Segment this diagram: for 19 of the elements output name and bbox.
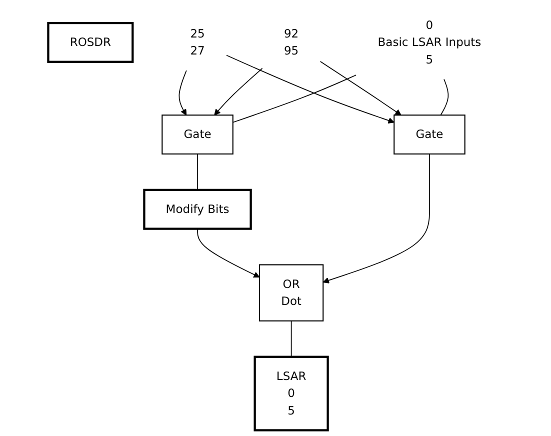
connector	[197, 154, 198, 190]
node-text: 0 Basic LSAR Inputs 5	[378, 18, 482, 66]
arrow	[214, 68, 263, 116]
node-box: Gate	[394, 114, 466, 154]
node-box: Modify Bits	[143, 188, 252, 230]
node-box: LSAR 0 5	[254, 356, 329, 432]
arrow	[197, 228, 260, 278]
arrow	[322, 154, 430, 284]
node-box: OR Dot	[258, 264, 324, 322]
arrow	[226, 54, 394, 124]
connector	[440, 78, 449, 116]
connector	[290, 320, 292, 358]
connector	[232, 74, 357, 123]
arrow	[320, 60, 402, 116]
node-text: 92 95	[284, 26, 299, 58]
node-text: 25 27	[190, 26, 205, 58]
node-box: ROSDR	[47, 22, 134, 63]
arrow	[178, 70, 187, 116]
node-box: Gate	[162, 114, 234, 154]
